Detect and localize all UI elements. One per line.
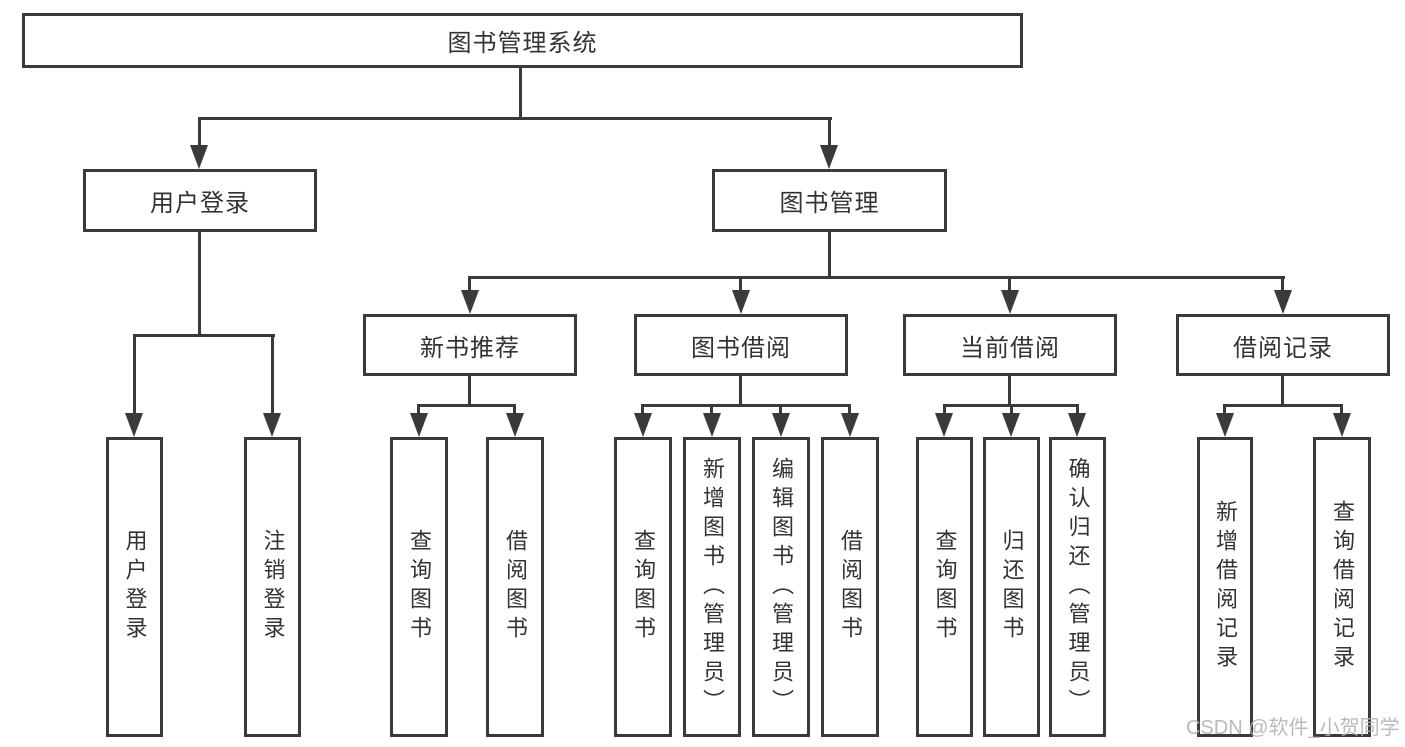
- leaf-user-login-label: 用户登录: [122, 529, 148, 645]
- connector-user-login-drop: [198, 232, 201, 336]
- node-new-book-recommendation-label: 新书推荐: [420, 334, 520, 362]
- connector-book-borrowing-drop: [739, 376, 742, 407]
- leaf-edit-book-admin-label: 编辑图书（管理员）: [769, 456, 794, 718]
- arrow-down-icon: [1333, 413, 1351, 437]
- leaf-return-book: 归还图书: [983, 437, 1040, 737]
- connector-arrow-shaft: [943, 404, 946, 418]
- leaf-borrowing-borrow-book: 借阅图书: [821, 437, 879, 737]
- connector-arrow-shaft: [513, 404, 516, 418]
- leaf-logout-label: 注销登录: [260, 529, 286, 645]
- arrow-down-icon: [732, 290, 750, 314]
- node-new-book-recommendation: 新书推荐: [363, 314, 577, 376]
- arrow-down-icon: [190, 145, 208, 169]
- node-book-management-label: 图书管理: [779, 190, 880, 217]
- node-user-login-label: 用户登录: [150, 190, 250, 217]
- node-book-borrowing: 图书借阅: [634, 314, 848, 376]
- leaf-add-borrow-record-label: 新增借阅记录: [1213, 500, 1238, 674]
- leaf-recommend-borrow-book: 借阅图书: [486, 437, 544, 737]
- connector-level3-hbar: [468, 276, 1285, 279]
- connector-arrow-shaft: [271, 334, 274, 416]
- arrow-down-icon: [703, 413, 721, 437]
- connector-arrow-shaft: [710, 404, 713, 418]
- leaf-edit-book-admin: 编辑图书（管理员）: [752, 437, 810, 737]
- connector-arrow-shaft: [468, 276, 471, 294]
- leaf-query-borrow-record-label: 查询借阅记录: [1330, 500, 1355, 674]
- leaf-add-book-admin: 新增图书（管理员）: [683, 437, 741, 737]
- node-current-borrowing: 当前借阅: [903, 314, 1117, 376]
- connector-recommendation-hbar: [417, 404, 516, 407]
- connector-arrow-shaft: [779, 404, 782, 418]
- connector-book-borrowing-hbar: [641, 404, 851, 407]
- connector-arrow-shaft: [641, 404, 644, 418]
- leaf-logout: 注销登录: [244, 437, 301, 737]
- connector-borrowing-records-hbar: [1223, 404, 1343, 407]
- leaf-confirm-return-admin: 确认归还（管理员）: [1049, 437, 1106, 737]
- arrow-down-icon: [461, 290, 479, 314]
- leaf-recommend-query-book: 查询图书: [390, 437, 448, 737]
- connector-arrow-shaft: [828, 117, 831, 149]
- connector-arrow-shaft: [417, 404, 420, 418]
- arrow-down-icon: [1274, 290, 1292, 314]
- node-library-management-system-label: 图书管理系统: [447, 30, 598, 57]
- leaf-recommend-borrow-book-label: 借阅图书: [503, 529, 528, 645]
- connector-arrow-shaft: [1340, 404, 1343, 418]
- arrow-down-icon: [841, 413, 859, 437]
- connector-arrow-shaft: [1223, 404, 1226, 418]
- node-book-management: 图书管理: [712, 169, 947, 232]
- arrow-down-icon: [125, 413, 143, 437]
- csdn-watermark: CSDN @软件_小贺同学: [1186, 717, 1400, 739]
- arrow-down-icon: [1001, 290, 1019, 314]
- arrow-down-icon: [1068, 413, 1086, 437]
- connector-borrowing-records-drop: [1281, 376, 1284, 407]
- arrow-down-icon: [1002, 413, 1020, 437]
- leaf-recommend-query-book-label: 查询图书: [407, 529, 432, 645]
- connector-arrow-shaft: [739, 276, 742, 294]
- connector-current-borrowing-drop: [1008, 376, 1011, 407]
- connector-arrow-shaft: [1281, 276, 1284, 294]
- leaf-current-query-book: 查询图书: [916, 437, 973, 737]
- arrow-down-icon: [820, 145, 838, 169]
- node-current-borrowing-label: 当前借阅: [960, 334, 1060, 362]
- leaf-add-borrow-record: 新增借阅记录: [1197, 437, 1253, 737]
- leaf-borrowing-query-book: 查询图书: [614, 437, 672, 737]
- connector-arrow-shaft: [198, 117, 201, 149]
- connector-arrow-shaft: [1010, 404, 1013, 418]
- leaf-query-borrow-record: 查询借阅记录: [1313, 437, 1371, 737]
- arrow-down-icon: [506, 413, 524, 437]
- arrow-down-icon: [935, 413, 953, 437]
- node-library-management-system: 图书管理系统: [22, 13, 1023, 68]
- connector-arrow-shaft: [848, 404, 851, 418]
- leaf-add-book-admin-label: 新增图书（管理员）: [700, 456, 725, 718]
- leaf-user-login: 用户登录: [106, 437, 163, 737]
- node-book-borrowing-label: 图书借阅: [691, 334, 791, 362]
- node-user-login: 用户登录: [83, 169, 317, 232]
- connector-arrow-shaft: [133, 334, 136, 416]
- connector-root-drop: [519, 68, 522, 120]
- connector-arrow-shaft: [1008, 276, 1011, 294]
- connector-level2-hbar: [198, 117, 832, 120]
- leaf-borrowing-borrow-book-label: 借阅图书: [838, 529, 863, 645]
- leaf-confirm-return-admin-label: 确认归还（管理员）: [1065, 456, 1091, 718]
- connector-arrow-shaft: [1076, 404, 1079, 418]
- node-borrowing-records: 借阅记录: [1176, 314, 1390, 376]
- arrow-down-icon: [634, 413, 652, 437]
- connector-user-login-hbar: [133, 334, 275, 337]
- connector-book-management-drop: [828, 232, 831, 279]
- leaf-return-book-label: 归还图书: [999, 529, 1025, 645]
- arrow-down-icon: [1216, 413, 1234, 437]
- node-borrowing-records-label: 借阅记录: [1233, 334, 1333, 362]
- leaf-borrowing-query-book-label: 查询图书: [631, 529, 656, 645]
- arrow-down-icon: [410, 413, 428, 437]
- leaf-current-query-book-label: 查询图书: [932, 529, 958, 645]
- arrow-down-icon: [263, 413, 281, 437]
- connector-recommendation-drop: [468, 376, 471, 407]
- arrow-down-icon: [772, 413, 790, 437]
